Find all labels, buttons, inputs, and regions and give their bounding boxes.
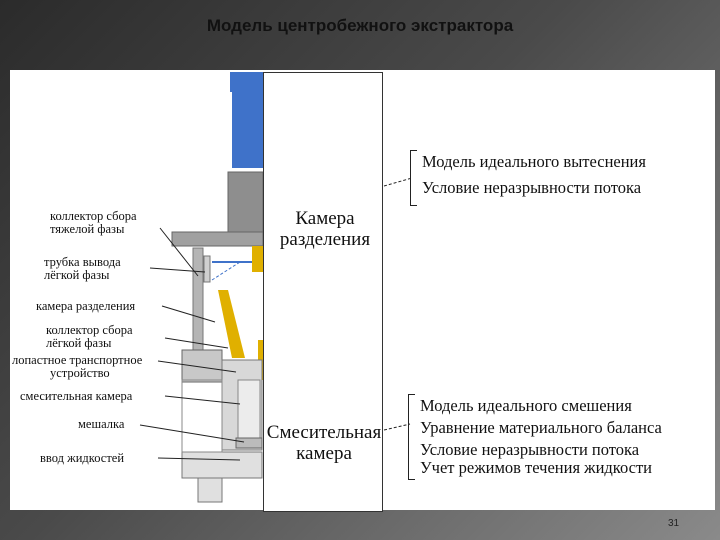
slide-title: Модель центробежного экстрактора — [206, 16, 514, 35]
model-mixing-1: Модель идеального смешения — [420, 396, 632, 415]
inlet-pipe — [181, 451, 263, 479]
stirrer — [235, 437, 263, 449]
inlet-foot — [197, 477, 223, 503]
model-mixing-3: Условие неразрывности потока — [420, 440, 640, 459]
bracket-mixing — [408, 394, 415, 480]
model-separation-2: Условие неразрывности потока — [422, 178, 642, 197]
model-mixing-2: Уравнение материального баланса — [420, 418, 662, 437]
page-number: 31 — [668, 518, 680, 529]
label-inlet: ввод жидкостей — [40, 451, 125, 465]
light-collector — [181, 349, 223, 383]
gold-upper — [252, 246, 263, 272]
label-stirrer: мешалка — [78, 417, 125, 431]
bracket-separation — [410, 150, 417, 206]
label-sep-chamber: камера разделения — [36, 299, 136, 313]
outer-wall — [181, 379, 223, 453]
heavy-collector-plate — [171, 231, 264, 247]
mixing-inner — [237, 379, 261, 441]
light-tube — [203, 255, 211, 283]
housing-upper — [227, 171, 264, 235]
motor-top — [230, 72, 238, 92]
zone-box — [263, 72, 383, 512]
model-mixing-4: Учет режимов течения жидкости — [420, 458, 652, 477]
gold-lower — [218, 290, 245, 358]
label-mixing-chamber: смесительная камера — [20, 389, 133, 403]
model-separation-1: Модель идеального вытеснения — [422, 152, 646, 171]
